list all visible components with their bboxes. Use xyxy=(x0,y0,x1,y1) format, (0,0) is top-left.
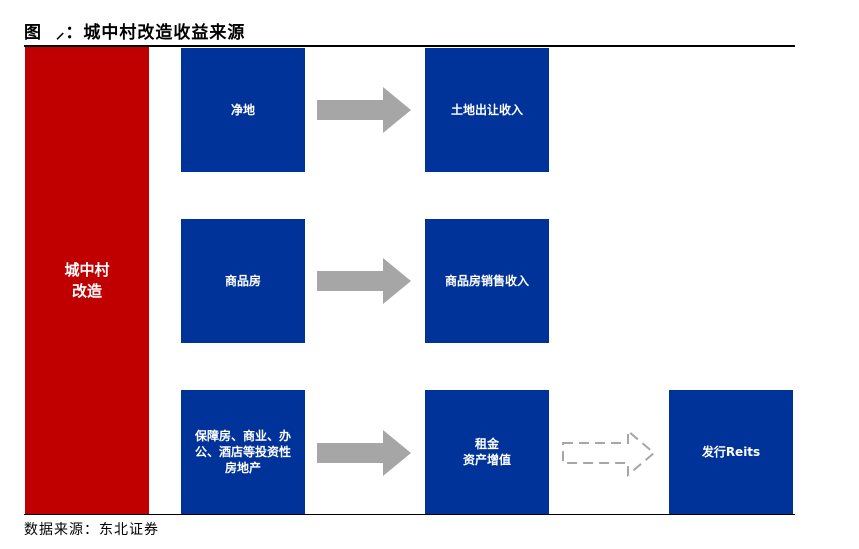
top-rule xyxy=(24,45,795,47)
row3-source-box: 保障房、商业、办 公、酒店等投资性 房地产 xyxy=(181,390,305,514)
row3-dashed-arrow xyxy=(562,428,656,478)
row3-extra-box: 发行Reits xyxy=(669,390,793,514)
bottom-rule xyxy=(24,514,795,515)
row3-target-box: 租金 资产增值 xyxy=(425,390,549,514)
root-box: 城中村 改造 xyxy=(25,47,149,514)
row3-target-label: 租金 资产增值 xyxy=(462,437,511,467)
row2-target-label: 商品房销售收入 xyxy=(444,274,529,288)
row2-source-label: 商品房 xyxy=(224,274,261,288)
root-label: 城中村 改造 xyxy=(64,260,110,300)
row1-target-box: 土地出让收入 xyxy=(425,48,549,172)
row1-source-box: 净地 xyxy=(181,48,305,172)
row1-target-label: 土地出让收入 xyxy=(450,103,523,117)
row3-source-label: 保障房、商业、办 公、酒店等投资性 房地产 xyxy=(194,429,291,475)
row3-extra-label: 发行Reits xyxy=(701,445,761,459)
figure-title: 图 ⸝：城中村改造收益来源 xyxy=(24,23,246,43)
row1-arrow xyxy=(317,87,411,133)
row1-source-label: 净地 xyxy=(230,103,255,117)
source-note: 数据来源：东北证券 xyxy=(24,522,159,538)
row3-arrow xyxy=(317,430,411,476)
row2-target-box: 商品房销售收入 xyxy=(425,219,549,343)
row2-arrow xyxy=(317,258,411,304)
row2-source-box: 商品房 xyxy=(181,219,305,343)
